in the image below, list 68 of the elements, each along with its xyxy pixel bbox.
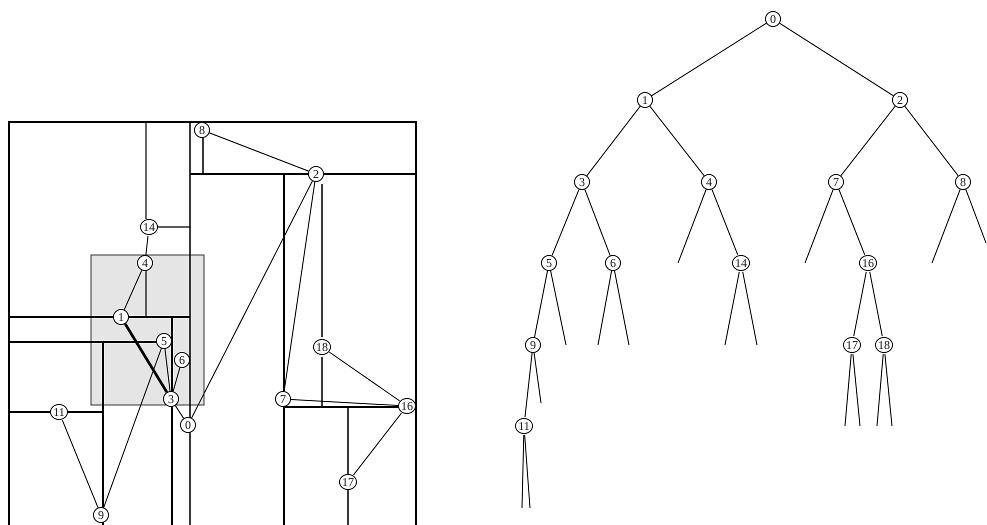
tree-edge [904,106,959,176]
node-circle: 17 [339,474,357,490]
node-circle: 6 [605,255,621,271]
tree-edge [614,270,630,346]
tree-edge [742,271,758,346]
node-circle: 8 [194,122,210,138]
node-circle: 11 [50,404,68,420]
tree-edge [328,352,400,402]
node-circle: 7 [828,174,844,190]
tree-edge [524,434,530,508]
tree-edge [103,348,162,508]
tree-edge [840,106,896,176]
tree-edge [145,235,148,256]
tree-edge [853,271,867,337]
node-circle: 14 [732,255,750,271]
node-circle: 16 [859,255,877,271]
node-circle: 7 [275,391,291,407]
tree-edge [534,352,542,404]
node-circle: 4 [701,174,717,190]
tree-edge [208,132,310,172]
tree-edge [678,188,707,264]
node-circle: 3 [574,174,590,190]
tree-edge [598,270,612,346]
tree-edge [838,188,866,256]
node-circle: 18 [875,337,893,353]
node-circle: 9 [93,507,109,523]
tree-edge [876,353,884,426]
tree-edge [711,188,738,256]
tree-edge [869,271,883,337]
tree-edge [124,270,142,310]
tree-edge [62,420,98,508]
tree-edge [651,22,767,96]
node-circle: 2 [892,92,908,108]
node-circle: 2 [308,166,324,182]
node-circle: 0 [765,11,781,27]
tree-edge [649,106,705,176]
tree-edge [124,323,168,393]
tree-edge [534,270,548,338]
node-circle: 8 [955,174,971,190]
tree-edge [522,434,524,508]
tree-edge [164,348,171,392]
tree-edge [724,271,740,346]
tree-edge [804,188,834,264]
tree-edge [174,405,184,419]
tree-edge [290,398,399,406]
node-circle: 11 [515,418,533,434]
node-circle: 16 [398,398,416,414]
tree-edge [779,22,894,96]
node-circle: 14 [140,219,158,235]
tree-edge [884,353,892,426]
tree-edge [552,188,580,256]
tree-edge [965,188,986,244]
tree-edge [932,188,961,264]
tree-edge [353,412,402,476]
node-circle: 9 [525,337,541,353]
node-circle: 17 [843,337,861,353]
tree-edge [550,270,566,346]
tree-edge [524,352,533,418]
node-circle: 18 [313,339,331,355]
tree-edge [584,188,611,256]
node-circle: 0 [180,417,196,433]
node-circle: 1 [637,92,653,108]
tree-edge [172,367,180,392]
node-circle: 5 [541,255,557,271]
tree-edge [586,106,641,176]
tree-edge [191,180,313,418]
tree-edge [844,353,852,426]
tree-edge [852,353,860,426]
